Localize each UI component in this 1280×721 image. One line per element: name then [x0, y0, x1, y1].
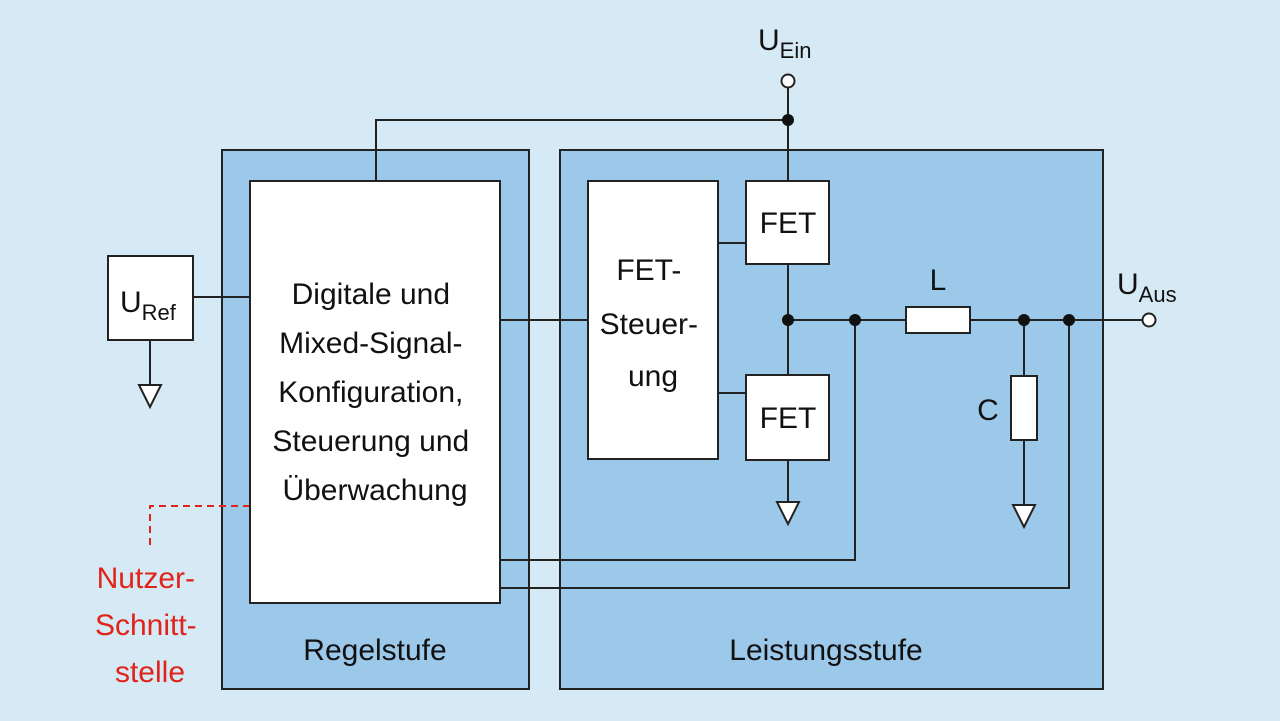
- junction-dot: [782, 114, 794, 126]
- u-ref-box: [107, 255, 194, 341]
- inductor-label: L: [930, 264, 947, 297]
- junction-dot: [849, 314, 861, 326]
- fet-top-box: [745, 180, 830, 265]
- user-interface-label: Nutzer- Schnitt- stelle: [95, 562, 205, 689]
- u-aus-terminal: [1141, 312, 1157, 328]
- fet-top-label: FET: [760, 207, 817, 240]
- junction-dot: [1063, 314, 1075, 326]
- u-ref-label: URef: [120, 286, 177, 325]
- controller-label: Digitale und Mixed-Signal- Konfiguration…: [272, 278, 477, 507]
- inductor-symbol: [905, 306, 971, 334]
- capacitor-label: C: [977, 394, 999, 427]
- ground-icon: [1011, 504, 1037, 530]
- u-ein-terminal: [780, 73, 796, 89]
- capacitor-symbol: [1010, 375, 1038, 441]
- controller-box: [249, 180, 501, 604]
- fet-steuerung-box: [587, 180, 719, 460]
- user-interface-dashed-line: [149, 505, 250, 548]
- leistungsstufe-label: Leistungsstufe: [729, 634, 922, 667]
- ground-icon: [775, 501, 801, 527]
- ground-icon: [137, 384, 163, 410]
- u-aus-label: UAus: [1117, 268, 1177, 307]
- fet-bottom-label: FET: [760, 402, 817, 435]
- junction-dot: [1018, 314, 1030, 326]
- wires: [149, 88, 1142, 589]
- fet-steuerung-label: FET- Steuer- ung: [600, 254, 707, 393]
- u-ein-label: UEin: [758, 24, 811, 63]
- fet-bottom-box: [745, 374, 830, 461]
- regelstufe-label: Regelstufe: [303, 634, 446, 667]
- junction-dot: [782, 314, 794, 326]
